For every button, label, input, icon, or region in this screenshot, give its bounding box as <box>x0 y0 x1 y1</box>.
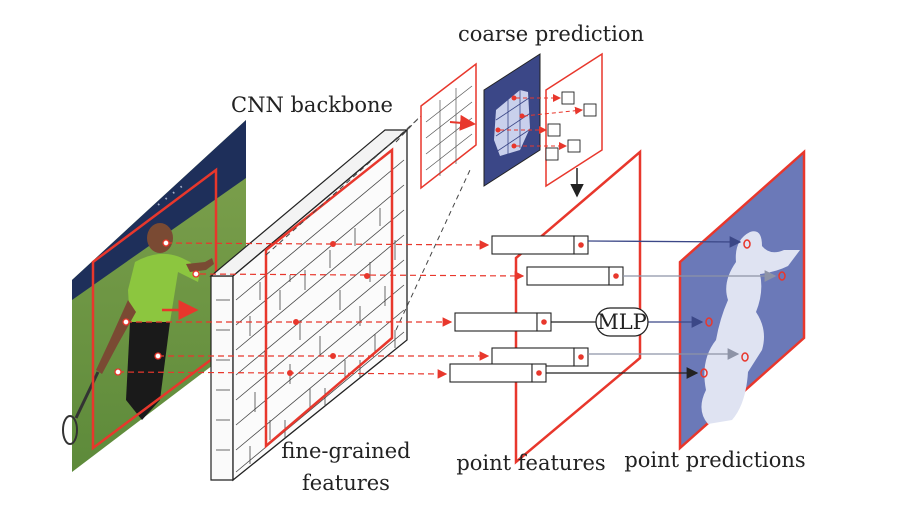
mlp-node <box>595 307 649 337</box>
fine-grained-label-line2: features <box>302 471 390 495</box>
fine-grained-label-line1: fine-grained <box>281 439 410 463</box>
point-features-label: point features <box>456 451 605 475</box>
point-predictions-group <box>678 149 806 451</box>
point-predictions-label: point predictions <box>624 448 805 472</box>
mlp-label: MLP <box>597 310 647 334</box>
feature-map-box <box>264 147 394 449</box>
coarse-prediction-group <box>420 52 603 198</box>
sampling-arrows <box>117 240 525 379</box>
cnn-backbone-block <box>209 128 409 482</box>
coarse-prediction-label: coarse prediction <box>458 22 644 46</box>
cnn-backbone-label: CNN backbone <box>231 93 393 117</box>
point-features-group <box>449 149 642 465</box>
